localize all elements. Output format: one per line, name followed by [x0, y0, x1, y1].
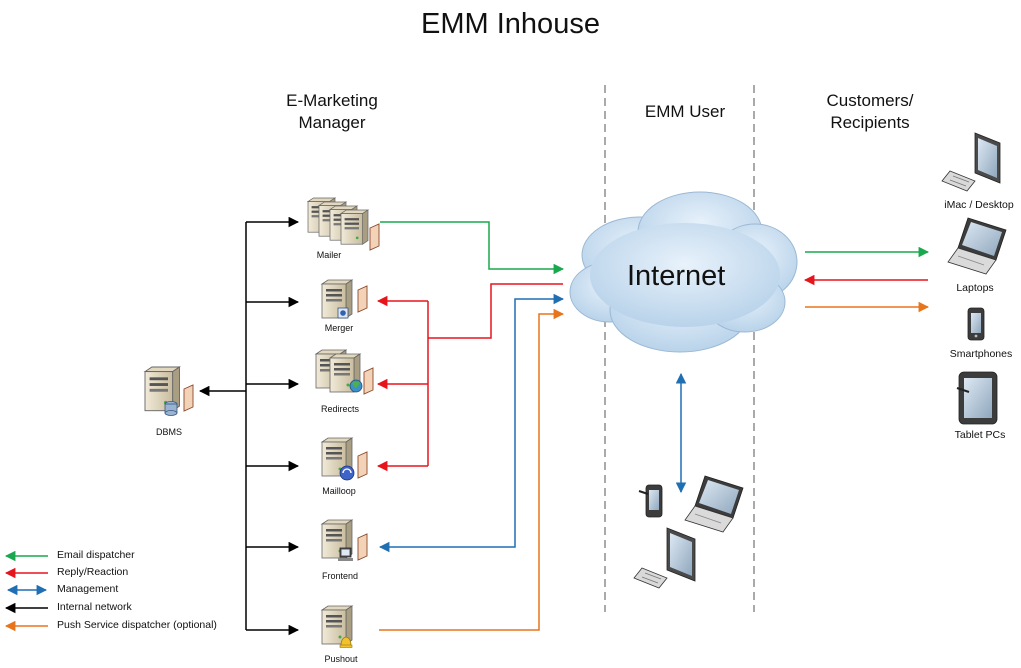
- laptops-label: Laptops: [956, 282, 994, 294]
- section-customers-line1: Customers/: [826, 91, 914, 110]
- mailer-server-icon: [307, 197, 380, 251]
- section-manager-header: E-Marketing Manager: [262, 90, 402, 134]
- legend-management-label: Management: [57, 583, 119, 595]
- merger-server-icon: [321, 279, 368, 319]
- management-flow: [378, 293, 565, 553]
- tablets-label: Tablet PCs: [954, 429, 1006, 441]
- section-manager-line1: E-Marketing: [286, 91, 378, 110]
- user-desktop-icon: [633, 527, 696, 589]
- push-service-flow: [379, 308, 565, 631]
- legend-reply-label: Reply/Reaction: [57, 566, 129, 578]
- laptop-icon: [947, 217, 1007, 275]
- mailloop-label: Mailloop: [322, 486, 356, 496]
- user-smartphone-icon: [638, 484, 663, 518]
- section-customers-line2: Recipients: [830, 113, 910, 132]
- redirects-label: Redirects: [320, 404, 359, 414]
- frontend-server-icon: [321, 519, 368, 561]
- section-customers-header: Customers/ Recipients: [795, 90, 945, 134]
- smartphone-icon: [967, 307, 985, 341]
- smartphones-label: Smartphones: [949, 348, 1013, 360]
- pushout-server-icon: [321, 605, 353, 648]
- legend-email-label: Email dispatcher: [57, 549, 135, 561]
- user-laptop-icon: [684, 475, 744, 533]
- diagram-title: EMM Inhouse: [421, 8, 600, 40]
- tablet-icon: [956, 371, 998, 425]
- desktop-icon: [941, 132, 1001, 192]
- section-user-header: EMM User: [644, 102, 726, 121]
- merger-label: Merger: [324, 323, 354, 333]
- dbms-server-icon: [144, 366, 194, 416]
- mailer-label: Mailer: [316, 250, 342, 260]
- reply-reaction-flow: [376, 283, 563, 472]
- mailloop-server-icon: [321, 437, 368, 481]
- pushout-label: Pushout: [324, 654, 358, 664]
- legend-arrows: [4, 550, 48, 632]
- redirects-server-icon: [315, 349, 374, 395]
- legend-internal-label: Internal network: [57, 601, 132, 613]
- section-manager-line2: Manager: [298, 113, 366, 132]
- legend-push-label: Push Service dispatcher (optional): [57, 619, 217, 631]
- frontend-label: Frontend: [321, 571, 359, 581]
- internet-cloud: [569, 191, 798, 353]
- desktop-label: iMac / Desktop: [944, 199, 1014, 211]
- internet-label: Internet: [627, 260, 726, 292]
- dbms-label: DBMS: [155, 427, 182, 437]
- internal-network-bus: [198, 216, 300, 636]
- email-dispatcher-flow: [380, 221, 565, 275]
